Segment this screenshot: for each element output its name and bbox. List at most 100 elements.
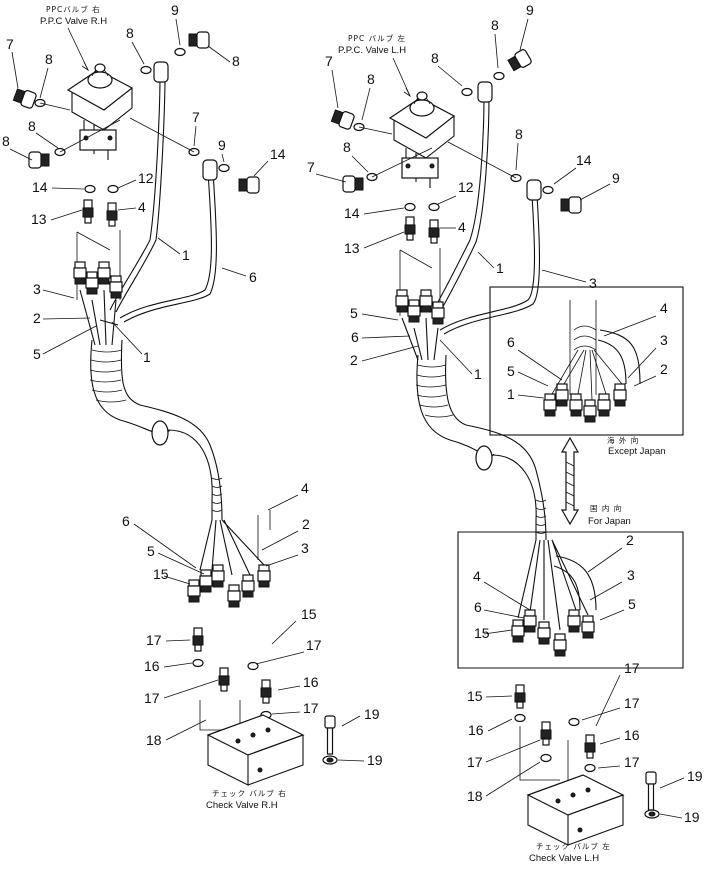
callout-number: 19	[684, 809, 700, 825]
callout-number: 16	[303, 674, 319, 690]
for-japan-box	[457, 531, 684, 669]
caption-for-japan-jp: 国 内 向	[590, 503, 622, 513]
callout-number: 3	[33, 281, 41, 297]
callout-number: 9	[171, 2, 179, 18]
callout-number: 1	[496, 260, 504, 276]
callout-number: 8	[491, 17, 499, 33]
callout-number: 3	[660, 332, 668, 348]
callout-number: 17	[306, 637, 322, 653]
callout-number: 9	[526, 2, 534, 18]
callout-number: 14	[344, 205, 360, 221]
callout-number: 17	[146, 632, 162, 648]
callout-number: 12	[458, 179, 474, 195]
callout-number: 7	[307, 159, 315, 175]
callout-number: 1	[474, 366, 482, 382]
callout-number: 8	[126, 25, 134, 41]
callout-number: 4	[301, 480, 309, 496]
callout-number: 16	[624, 727, 640, 743]
callout-number: 7	[192, 109, 200, 125]
callout-number: 2	[350, 352, 358, 368]
callout-number: 15	[474, 625, 490, 641]
caption-check-lh-jp: チェック バルブ 左	[536, 841, 611, 851]
callout-number: 5	[147, 543, 155, 559]
callout-number: 14	[270, 146, 286, 162]
callout-number: 17	[624, 660, 640, 676]
callout-number: 2	[33, 310, 41, 326]
callout-number: 1	[143, 349, 151, 365]
callout-number: 8	[343, 139, 351, 155]
caption-ppc-lh: P.P.C. Valve L.H	[338, 45, 406, 56]
callout-number: 18	[146, 732, 162, 748]
caption-ppc-rh-jp: PPCバルブ 右	[46, 4, 101, 14]
callout-number: 17	[144, 690, 160, 706]
right-callouts: 9 8 7 8 8 9 7 8 8 14 14 12 13 4 1 3 5 6 …	[307, 2, 703, 825]
callout-number: 17	[624, 695, 640, 711]
callout-number: 2	[626, 532, 634, 548]
bolt-icon	[12, 86, 38, 110]
callout-number: 15	[301, 606, 317, 622]
callout-number: 6	[249, 269, 257, 285]
callout-number: 17	[467, 754, 483, 770]
callout-number: 3	[589, 275, 597, 291]
bolt-icon	[188, 31, 210, 49]
callout-number: 5	[507, 363, 515, 379]
check-valve-lh	[527, 774, 624, 846]
caption-except-japan-jp: 海 外 向	[607, 435, 639, 445]
callout-number: 5	[350, 305, 358, 321]
callout-number: 14	[576, 152, 592, 168]
protector-tube	[415, 354, 547, 541]
callout-number: 17	[624, 754, 640, 770]
check-valve-rh	[207, 714, 304, 786]
callout-number: 19	[687, 768, 703, 784]
callout-number: 4	[660, 300, 668, 316]
caption-check-lh: Check Valve L.H	[529, 853, 599, 864]
callout-number: 16	[144, 658, 160, 674]
callout-number: 5	[628, 596, 636, 612]
callout-number: 13	[31, 211, 47, 227]
callout-number: 15	[153, 566, 169, 582]
callout-number: 3	[627, 567, 635, 583]
callout-number: 9	[612, 170, 620, 186]
callout-number: 7	[6, 36, 14, 52]
callout-number: 8	[515, 126, 523, 142]
callout-number: 6	[474, 599, 482, 615]
callout-number: 8	[28, 118, 36, 134]
callout-number: 4	[138, 199, 146, 215]
protector-tube	[89, 339, 223, 521]
callout-number: 7	[325, 53, 333, 69]
left-callouts: 7 8 8 9 8 7 8 8 9 14 14 12 13 4 1 6 3 2 …	[2, 2, 383, 768]
except-japan-box: 海 外 向 Except Japan	[489, 286, 684, 457]
caption-check-rh: Check Valve R.H	[206, 800, 278, 811]
callout-number: 14	[32, 179, 48, 195]
callout-number: 8	[232, 53, 240, 69]
callout-number: 4	[473, 568, 481, 584]
callout-number: 8	[2, 133, 10, 149]
callout-number: 17	[303, 700, 319, 716]
callout-number: 1	[507, 386, 515, 402]
callout-number: 16	[468, 722, 484, 738]
callout-number: 9	[218, 137, 226, 153]
callout-number: 8	[367, 71, 375, 87]
callout-number: 19	[367, 752, 383, 768]
callout-number: 8	[45, 51, 53, 67]
callout-number: 5	[33, 346, 41, 362]
callout-number: 19	[364, 706, 380, 722]
ppc-valve-lh	[389, 91, 455, 189]
caption-except-japan: Except Japan	[608, 446, 666, 457]
callout-number: 1	[182, 247, 190, 263]
callout-number: 2	[660, 361, 668, 377]
caption-for-japan: For Japan	[588, 516, 631, 527]
callout-number: 2	[302, 516, 310, 532]
left-assembly: PPCバルブ 右 P.P.C Valve R.H	[12, 4, 338, 811]
right-assembly: PPC バルブ 左 P.P.C. Valve L.H	[330, 33, 684, 864]
callout-number: 4	[458, 219, 466, 235]
callout-number: 13	[344, 240, 360, 256]
caption-ppc-lh-jp: PPC バルブ 左	[348, 33, 406, 43]
caption-check-rh-jp: チェック バルブ 右	[212, 788, 287, 798]
callout-number: 6	[507, 334, 515, 350]
callout-number: 18	[467, 788, 483, 804]
callout-number: 3	[301, 540, 309, 556]
callout-number: 6	[122, 513, 130, 529]
callout-number: 15	[467, 688, 483, 704]
